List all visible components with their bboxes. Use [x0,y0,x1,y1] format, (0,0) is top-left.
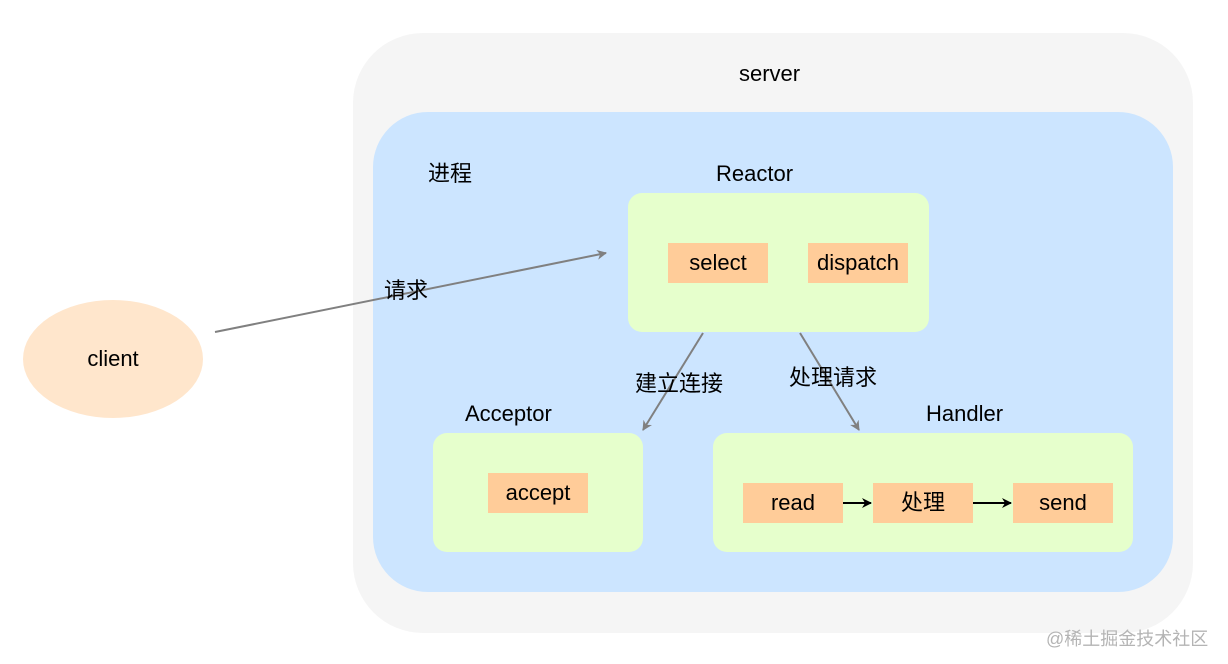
send-step: send [1013,483,1113,523]
watermark: @稀土掘金技术社区 [1046,629,1209,649]
process-step: 处理 [873,483,973,523]
connect-label: 建立连接 [635,371,724,396]
process-label: 进程 [428,161,473,186]
request-arrow [214,249,607,333]
dispatch-step: dispatch [808,243,908,283]
client-label: client [87,346,139,371]
reactor-label: Reactor [716,161,794,186]
handler-label: Handler [926,401,1004,426]
client-node: client [23,300,203,418]
request-label: 请求 [384,278,429,303]
handle-label: 处理请求 [789,365,878,390]
connect-arrow [642,332,704,431]
read-step: read [743,483,843,523]
handle-arrow [799,332,860,431]
accept-step: accept [488,473,588,513]
server-label: server [739,61,801,86]
acceptor-label: Acceptor [465,401,552,426]
select-step: select [668,243,768,283]
